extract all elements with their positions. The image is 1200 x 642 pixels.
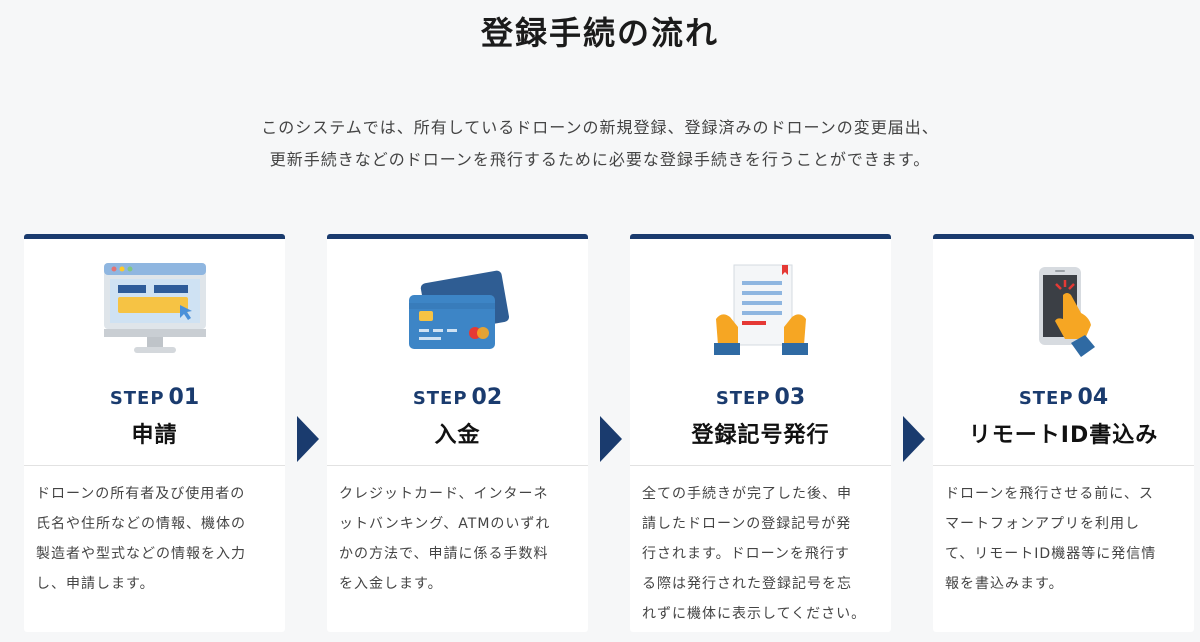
divider [630,465,891,466]
step-name: 登録記号発行 [691,423,830,448]
arrow-right-icon [297,416,319,462]
divider [933,465,1194,466]
divider [327,465,588,466]
step-name: 入金 [434,423,481,448]
step-name: 申請 [131,423,178,448]
arrow-right-icon [600,416,622,462]
arrow-right-icon [903,416,925,462]
step-description: ドローンの所有者及び使用者の 氏名や住所などの情報、機体の 製造者や型式などの情… [36,486,246,592]
credit-card-icon [327,259,588,369]
step-name: リモートID書込み [968,423,1159,448]
intro-line-1: このシステムでは、所有しているドローンの新規登録、登録済みのドローンの変更届出、 [261,118,939,137]
intro-text: このシステムでは、所有しているドローンの新規登録、登録済みのドローンの変更届出、… [0,112,1200,176]
step-description: 全ての手続きが完了した後、申 請したドローンの登録記号が発 行されます。ドローン… [642,486,867,622]
intro-line-2: 更新手続きなどのドローンを飛行するために必要な登録手続きを行うことができます。 [269,150,931,169]
computer-monitor-icon [24,259,285,369]
smartphone-tap-icon [933,259,1194,369]
step-description: ドローンを飛行させる前に、ス マートフォンアプリを利用し て、リモートID機器等… [945,486,1157,592]
step-description: クレジットカード、インターネ ットバンキング、ATMのいずれ かの方法で、申請に… [339,486,551,592]
page-title: 登録手続の流れ [480,14,719,52]
divider [24,465,285,466]
document-hands-icon [630,259,891,369]
